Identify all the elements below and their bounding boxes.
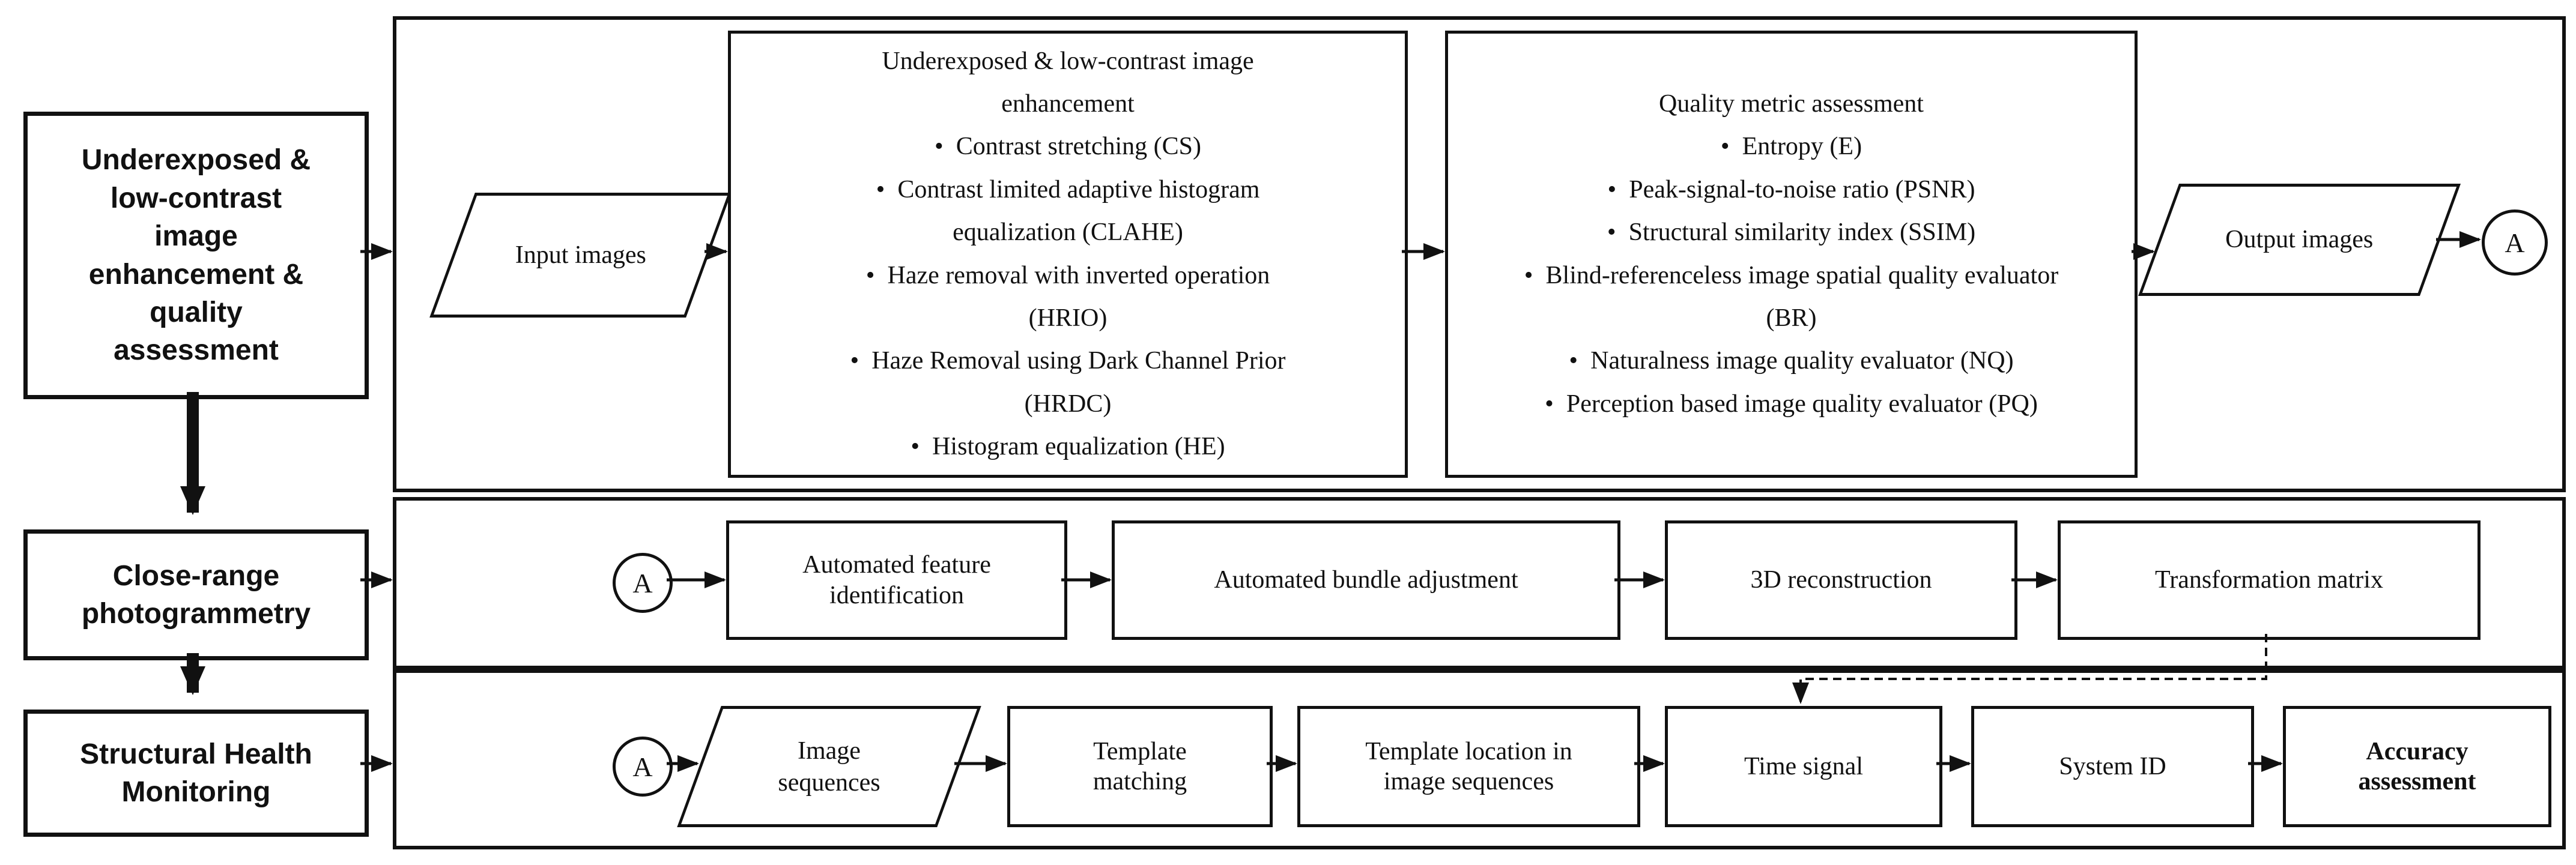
connector-circle-a-row3: A <box>613 737 673 797</box>
connector-letter: A <box>632 567 653 598</box>
bullet-item: Structural similarity index (SSIM) <box>1524 211 2059 254</box>
connector-circle-a-row1: A <box>2482 209 2548 276</box>
image-sequences-parallelogram: Image sequences <box>677 706 981 827</box>
bullet-item: Peak-signal-to-noise ratio (PSNR) <box>1524 169 2059 211</box>
connector-circle-a-row2: A <box>613 553 673 613</box>
connector-letter: A <box>632 751 653 782</box>
step-feature-identification: Automated feature identification <box>726 520 1067 640</box>
input-images-parallelogram: Input images <box>429 193 732 318</box>
step-label: Automated feature identification <box>802 551 991 609</box>
step-time-signal: Time signal <box>1665 706 1942 827</box>
step-label: Template matching <box>1093 737 1187 795</box>
step-template-location: Template location in image sequences <box>1297 706 1640 827</box>
step-accuracy-assessment: Accuracy assessment <box>2283 706 2551 827</box>
step-system-id: System ID <box>1971 706 2254 827</box>
step-template-matching: Template matching <box>1007 706 1273 827</box>
step-transformation-matrix: Transformation matrix <box>2058 520 2481 640</box>
bullet-item: Perception based image quality evaluator… <box>1524 383 2059 426</box>
label-box-enhancement: Underexposed & low-contrast image enhanc… <box>23 112 369 399</box>
enhancement-box-title: Underexposed & low-contrast image enhanc… <box>882 47 1254 118</box>
bullet-item: Histogram equalization (HE) <box>828 426 1308 468</box>
input-images-label: Input images <box>515 241 646 269</box>
step-bundle-adjustment: Automated bundle adjustment <box>1112 520 1620 640</box>
label-box-enhancement-text: Underexposed & low-contrast image enhanc… <box>81 144 311 367</box>
bullet-item: Blind-referenceless image spatial qualit… <box>1524 255 2059 340</box>
label-box-photogrammetry: Close-range photogrammetry <box>23 529 369 660</box>
step-label: Transformation matrix <box>2155 566 2383 594</box>
enhancement-methods-box: Underexposed & low-contrast image enhanc… <box>728 31 1408 478</box>
step-label: Accuracy assessment <box>2358 737 2476 795</box>
step-label: Automated bundle adjustment <box>1214 566 1518 594</box>
bullet-item: Entropy (E) <box>1524 125 2059 168</box>
output-images-label: Output images <box>2225 226 2374 254</box>
step-label: Time signal <box>1744 752 1863 780</box>
connector-letter: A <box>2505 227 2525 258</box>
quality-box-title: Quality metric assessment <box>1659 89 1924 118</box>
bullet-item: Haze removal with inverted operation (HR… <box>828 255 1308 340</box>
step-label: Template location in image sequences <box>1365 737 1572 795</box>
bullet-item: Contrast stretching (CS) <box>828 125 1308 168</box>
bullet-item: Haze Removal using Dark Channel Prior (H… <box>828 340 1308 426</box>
quality-bullet-list: Entropy (E) Peak-signal-to-noise ratio (… <box>1524 125 2059 426</box>
label-box-shm: Structural Health Monitoring <box>23 710 369 837</box>
image-sequences-label: Image sequences <box>778 737 880 797</box>
enhancement-bullet-list: Contrast stretching (CS) Contrast limite… <box>828 125 1308 468</box>
quality-metrics-box: Quality metric assessment Entropy (E) Pe… <box>1445 31 2138 478</box>
bullet-item: Contrast limited adaptive histogram equa… <box>828 169 1308 255</box>
step-label: System ID <box>2059 752 2166 780</box>
step-3d-reconstruction: 3D reconstruction <box>1665 520 2017 640</box>
step-label: 3D reconstruction <box>1750 566 1932 594</box>
label-box-photogrammetry-text: Close-range photogrammetry <box>81 559 311 630</box>
output-images-parallelogram: Output images <box>2138 184 2461 296</box>
label-box-shm-text: Structural Health Monitoring <box>80 738 312 808</box>
bullet-item: Naturalness image quality evaluator (NQ) <box>1524 340 2059 382</box>
